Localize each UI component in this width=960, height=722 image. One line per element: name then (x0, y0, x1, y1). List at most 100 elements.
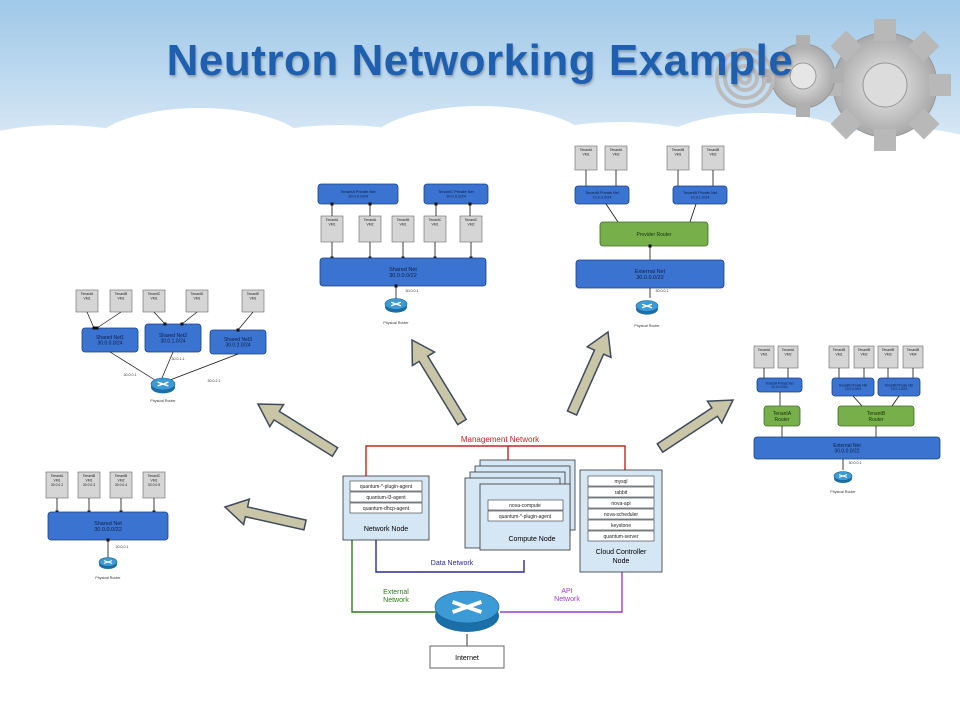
service-rect (587, 530, 655, 542)
network-label: External Net (635, 269, 666, 275)
external-network-label: External (383, 589, 409, 596)
network-label: 10.0.1.0/24 (891, 387, 907, 391)
network-label: 10.0.0.0/24 (845, 387, 861, 391)
gateway-label: 30.0.2.1 (208, 379, 221, 383)
network-label: Shared Net3 (224, 337, 252, 343)
network-label: TenantB Private Net (885, 383, 913, 387)
gateway-label: 30.0.0.1 (656, 289, 669, 293)
router-box: Provider Router (599, 221, 709, 247)
service-item: quantum-l3-agent (349, 491, 423, 503)
service-label: quantum-dhcp-agent (363, 506, 410, 512)
spiral-gear-icon (715, 48, 775, 108)
flat-network-scenario: TenantAVM130.0.0.2TenantBVM130.0.0.3Tena… (45, 471, 169, 580)
arrow-to-provider-router (566, 330, 612, 417)
gateway-label: 30.0.0.1 (116, 545, 129, 549)
data-network-line (375, 540, 525, 573)
router-icon-arrows (451, 600, 483, 614)
router-name-label: Physical Router (95, 576, 121, 580)
vm-label: TenantB (672, 148, 685, 152)
vm-label: VM2 (785, 353, 792, 357)
provider-router-scenario: TenantAVM1TenantAVM2TenantBVM1TenantBVM2… (574, 145, 728, 328)
large-gear-icon (819, 19, 951, 151)
vm-label: TenantA (326, 218, 339, 222)
link-line (153, 311, 166, 325)
slide-title: Neutron Networking Example (166, 36, 794, 85)
vm-label: VM1 (118, 297, 125, 301)
network-label: Shared Net1 (96, 335, 124, 341)
vm-label: TenantE (247, 292, 260, 296)
network-label: 30.0.2.0/24 (225, 343, 250, 349)
port-dot (236, 328, 240, 332)
network-label: TenantB Private Net (839, 383, 867, 387)
link-line (852, 395, 863, 407)
external-network-line (351, 540, 436, 613)
gateway-label: 30.0.1.1 (172, 357, 185, 361)
vm-label: VM2 (613, 153, 620, 157)
vm-label: VM1 (151, 479, 158, 483)
service-label: quantum-*-plugin-agent (360, 484, 413, 490)
link-line (237, 311, 254, 331)
router-name-label: Physical Router (830, 490, 856, 494)
vm-label: 30.0.0.5 (148, 483, 160, 487)
network-label: 10.0.0.0/24 (592, 195, 611, 199)
management-network-label: Management Network (461, 435, 540, 444)
port-dot (434, 202, 438, 206)
router-label: TenantA (773, 411, 792, 417)
service-item: nova-api (587, 497, 655, 509)
service-rect (487, 510, 564, 522)
vm-label: VM2 (710, 153, 717, 157)
vm-label: TenantA (81, 292, 94, 296)
vm-label: VM1 (54, 479, 61, 483)
router-label: Router (774, 417, 789, 423)
network-rect (756, 377, 803, 393)
network-label: TenantA Private Net (340, 189, 376, 194)
vm-label: VM2 (118, 479, 125, 483)
arrow-to-flat (223, 498, 307, 531)
vm-label: TenantA (782, 348, 795, 352)
service-label: quantum-*-plugin-agent (499, 514, 552, 520)
vm-label: TenantD (191, 292, 204, 296)
gateway-label: 30.0.0.1 (849, 461, 862, 465)
service-label: mysql (614, 479, 627, 485)
internet-label: Internet (455, 655, 479, 662)
router-icon (150, 377, 176, 394)
vm-label: 30.0.0.2 (51, 483, 63, 487)
vm-label: TenantA (364, 218, 377, 222)
network-label: External Net (833, 443, 861, 449)
network-rect (319, 257, 487, 287)
per-tenant-router-scenario: TenantAVM1TenantAVM2TenantBVM1TenantBVM2… (753, 345, 941, 494)
vm-label: TenantB (833, 348, 846, 352)
port-dot (163, 322, 167, 326)
vm-label: TenantB (882, 348, 895, 352)
vm-label: TenantC (465, 218, 478, 222)
link-line (109, 351, 156, 381)
service-item: quantum-*-plugin-agent (349, 480, 423, 492)
vm-label: TenantA (610, 148, 623, 152)
service-label: nova-api (611, 501, 630, 507)
service-rect (587, 497, 655, 509)
network-rect (574, 185, 630, 205)
api-network-label: Network (554, 596, 580, 603)
vm-label: VM2 (468, 223, 475, 227)
network-label: 30.0.0.0/22 (834, 449, 859, 455)
network-label: 30.0.0.0/24 (97, 341, 122, 347)
network-label: 10.0.1.0/24 (690, 195, 709, 199)
